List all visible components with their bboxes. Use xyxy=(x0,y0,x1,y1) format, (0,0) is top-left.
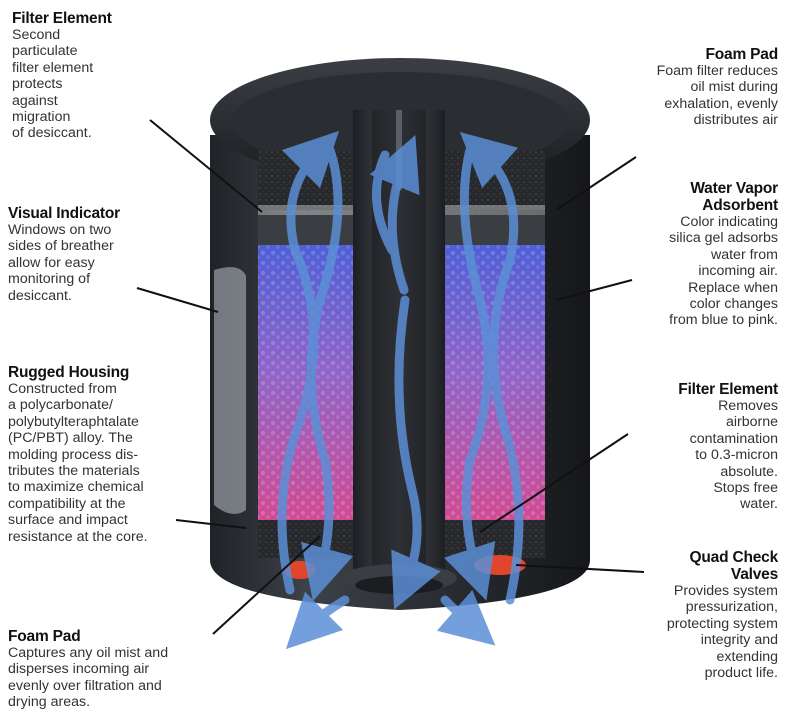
callout-text: Color indicating silica gel adsorbs wate… xyxy=(608,214,778,329)
callout-title: Rugged Housing xyxy=(8,364,208,381)
callout-text: Foam filter reduces oil mist during exha… xyxy=(578,63,778,129)
callout-rugged-housing: Rugged Housing Constructed from a polyca… xyxy=(8,364,208,545)
callout-title: Foam Pad xyxy=(8,628,238,645)
callout-title: Foam Pad xyxy=(578,46,778,63)
callout-title: Visual Indicator xyxy=(8,205,178,222)
callout-foam-pad-bottom: Foam Pad Captures any oil mist and dispe… xyxy=(8,628,238,711)
callout-text: Captures any oil mist and disperses inco… xyxy=(8,645,238,711)
callout-title: Water Vapor Adsorbent xyxy=(608,180,778,214)
callout-text: Windows on two sides of breather allow f… xyxy=(8,222,178,304)
callout-title: Filter Element xyxy=(12,10,172,27)
callout-title: Filter Element xyxy=(628,381,778,398)
callout-quad-check-valves: Quad Check Valves Provides system pressu… xyxy=(618,549,778,681)
callout-text: Removes airborne contamination to 0.3-mi… xyxy=(628,398,778,513)
callout-water-vapor-adsorbent: Water Vapor Adsorbent Color indicating s… xyxy=(608,180,778,329)
callout-filter-element-top: Filter Element Second particulate filter… xyxy=(12,10,172,142)
callout-foam-pad-top: Foam Pad Foam filter reduces oil mist du… xyxy=(578,46,778,129)
callout-visual-indicator: Visual Indicator Windows on two sides of… xyxy=(8,205,178,304)
visual-indicator-window xyxy=(214,267,246,514)
callout-text: Second particulate filter element protec… xyxy=(12,27,172,142)
callout-text: Constructed from a polycarbonate/ polybu… xyxy=(8,381,208,545)
callout-text: Provides system pressurization, protecti… xyxy=(618,583,778,681)
callout-filter-element-right: Filter Element Removes airborne contamin… xyxy=(628,381,778,513)
callout-title: Quad Check Valves xyxy=(618,549,778,583)
